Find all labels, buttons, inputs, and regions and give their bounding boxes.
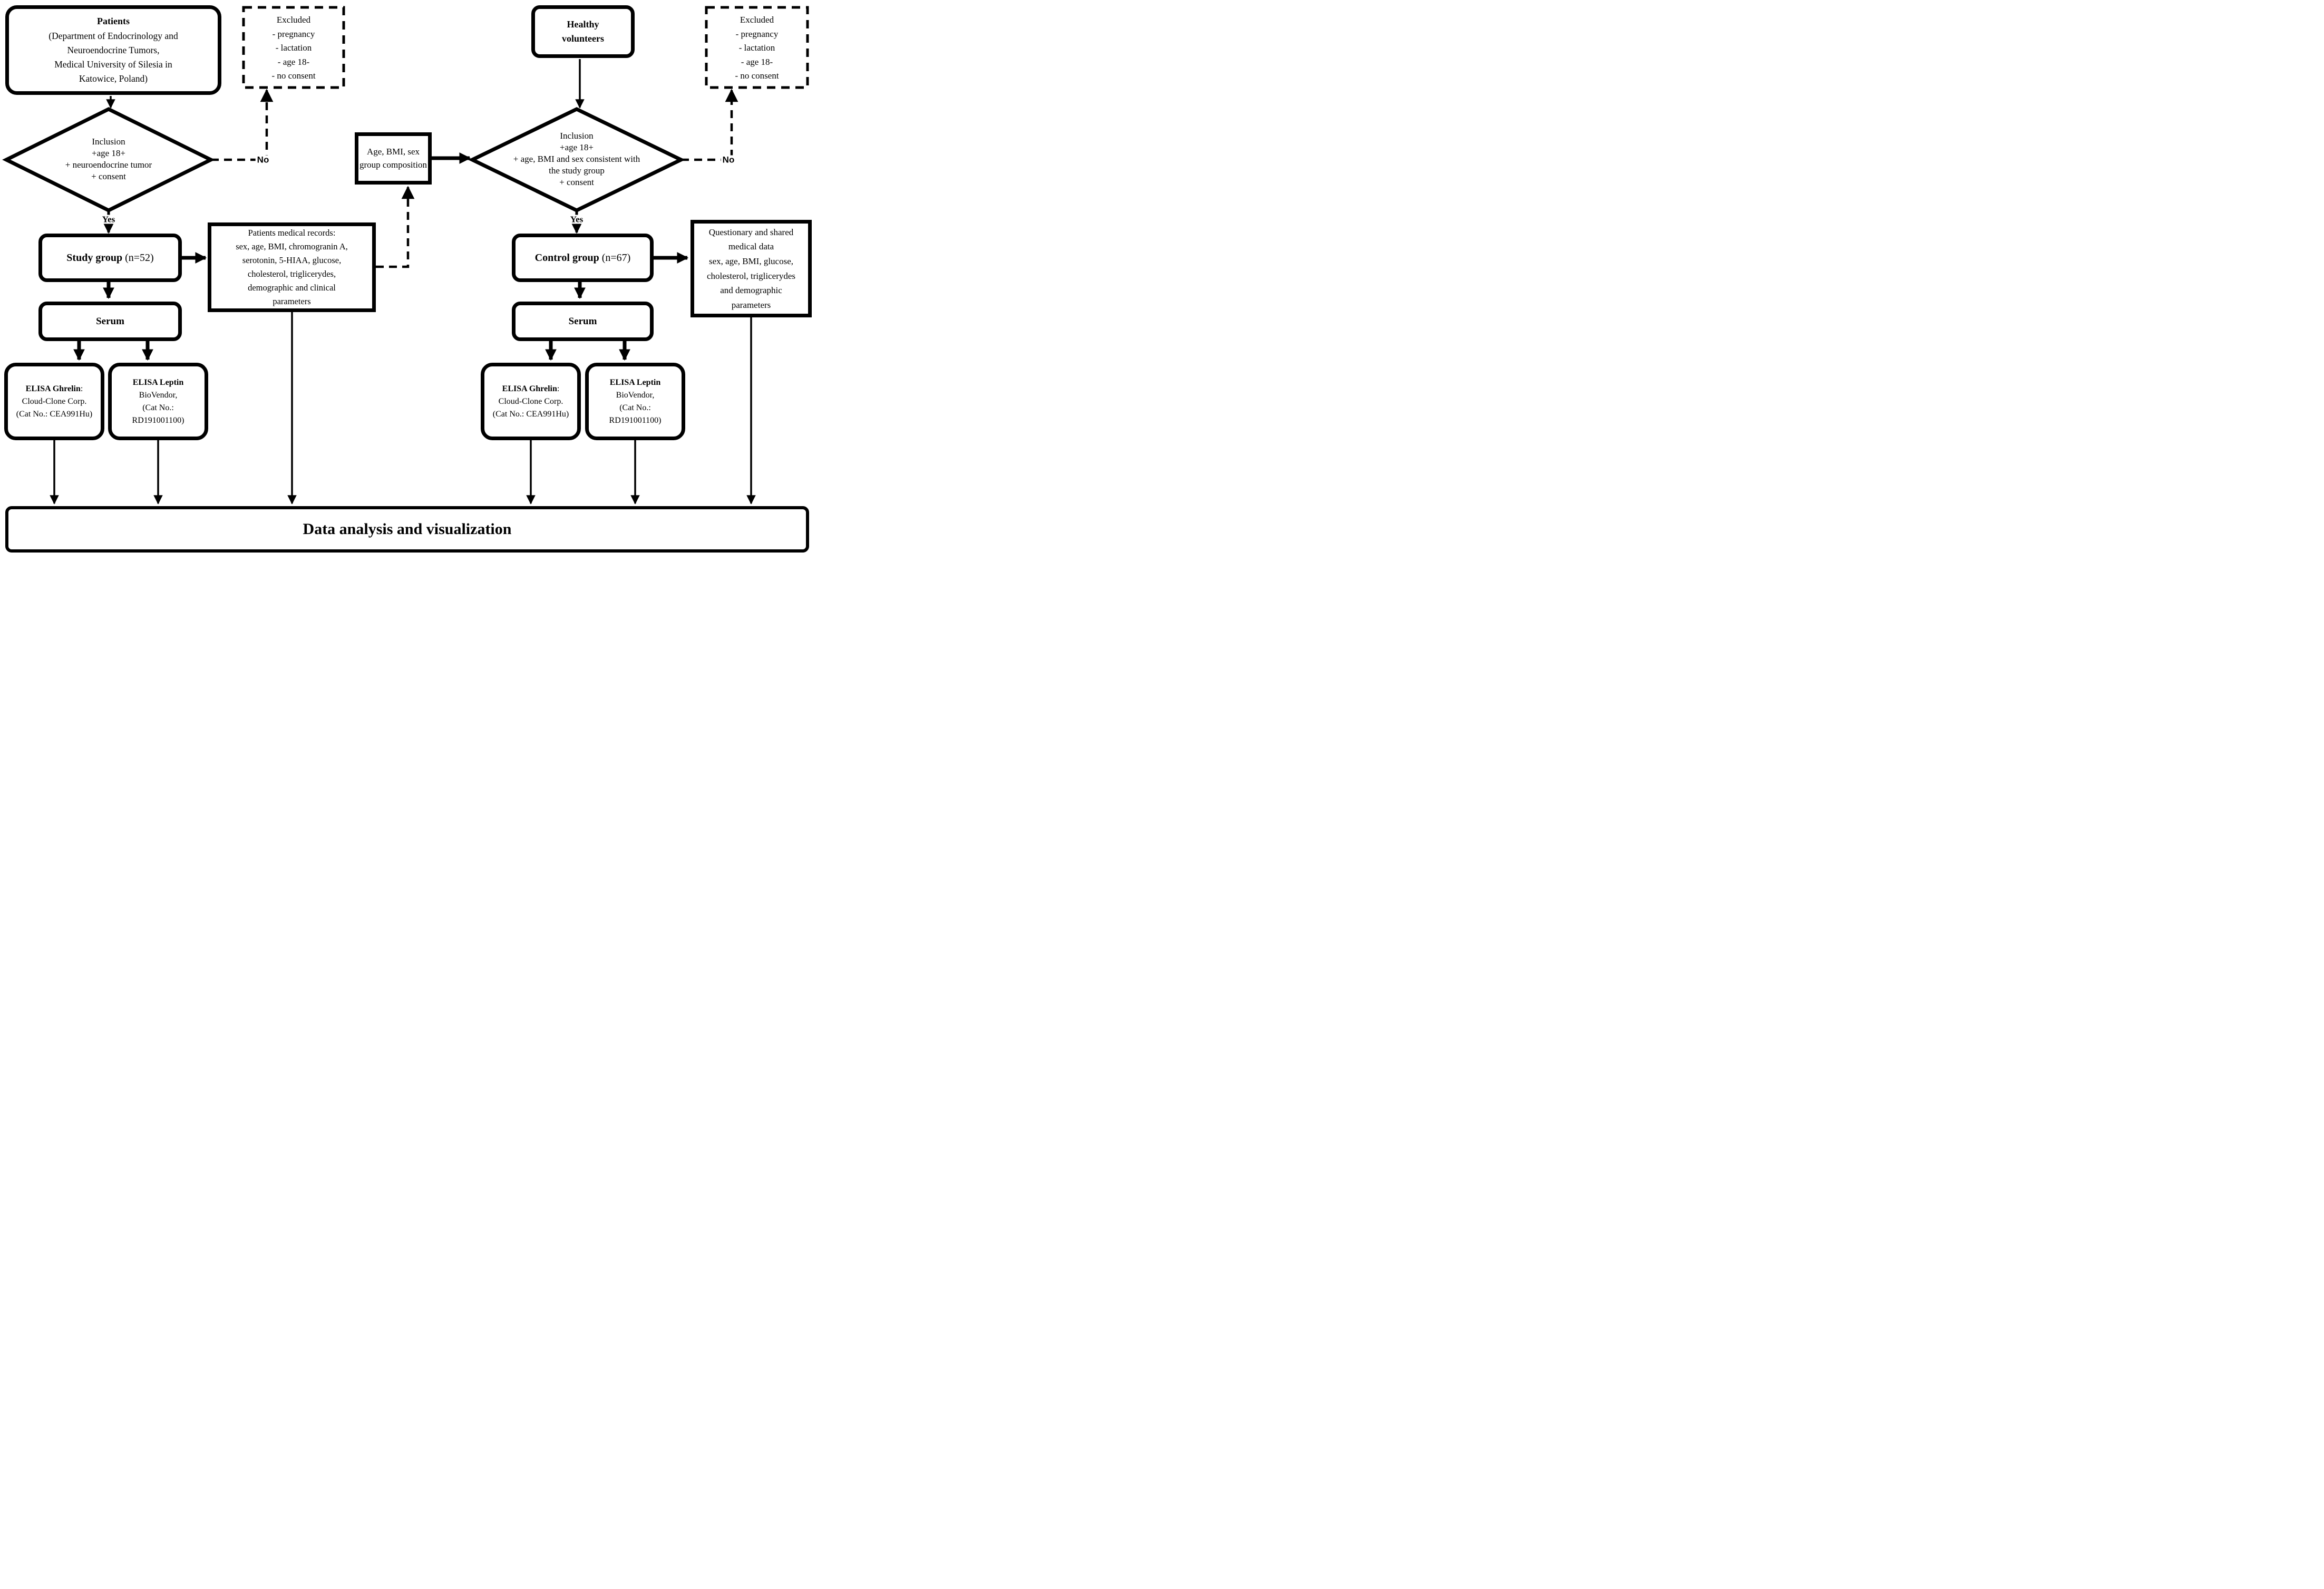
excluded-box-left: Excluded - pregnancy - lactation - age 1…: [244, 13, 344, 83]
inclusion-diamond-left: Inclusion +age 18+ + neuroendocrine tumo…: [65, 137, 152, 182]
study-group-box: Study group (n=52): [38, 234, 182, 282]
serum-box-right: Serum: [512, 302, 654, 341]
excluded-box-left-shape: [242, 6, 345, 89]
elisa-leptin-box-right: ELISA Leptin BioVendor, (Cat No.: RD1910…: [585, 363, 685, 440]
no-label-right: No: [721, 155, 736, 164]
connector-layer: [2, 6, 809, 505]
control-group-box: Control group (n=67): [512, 234, 654, 282]
study-group-label: Study group (n=52): [66, 251, 154, 264]
patients-title: Patients: [97, 15, 130, 26]
serum-box-left: Serum: [38, 302, 182, 341]
yes-label-right: Yes: [568, 215, 585, 224]
excluded-title: Excluded: [276, 15, 311, 25]
elisa-leptin-box-left: ELISA Leptin BioVendor, (Cat No.: RD1910…: [108, 363, 208, 440]
questionary-box: Questionary and shared medical data sex,…: [691, 220, 812, 317]
inclusion-diamond-right: Inclusion +age 18+ + age, BMI and sex co…: [513, 131, 640, 188]
data-analysis-bar: Data analysis and visualization: [5, 506, 809, 553]
excluded-box-right-shape: [705, 6, 809, 89]
elisa-ghrelin-box-left: ELISA Ghrelin: Cloud-Clone Corp. (Cat No…: [4, 363, 104, 440]
healthy-volunteers-box: Healthy volunteers: [531, 5, 635, 58]
flowchart: Patients (Department of Endocrinology an…: [0, 0, 814, 557]
age-bmi-box: Age, BMI, sex group composition: [355, 132, 432, 185]
dashed-arrow-records-to-agebmi: [376, 186, 415, 268]
elisa-ghrelin-box-right: ELISA Ghrelin: Cloud-Clone Corp. (Cat No…: [481, 363, 581, 440]
excluded-title: Excluded: [740, 15, 774, 25]
excluded-box-right: Excluded - pregnancy - lactation - age 1…: [706, 13, 808, 83]
no-label-left: No: [255, 155, 271, 164]
dashed-arrow-no-left: [211, 89, 274, 161]
patients-box: Patients (Department of Endocrinology an…: [5, 5, 221, 95]
yes-label-left: Yes: [100, 215, 117, 224]
patients-records-box: Patients medical records: sex, age, BMI,…: [208, 222, 376, 312]
control-group-label: Control group (n=67): [534, 251, 631, 264]
dashed-arrow-no-right: [681, 89, 738, 161]
